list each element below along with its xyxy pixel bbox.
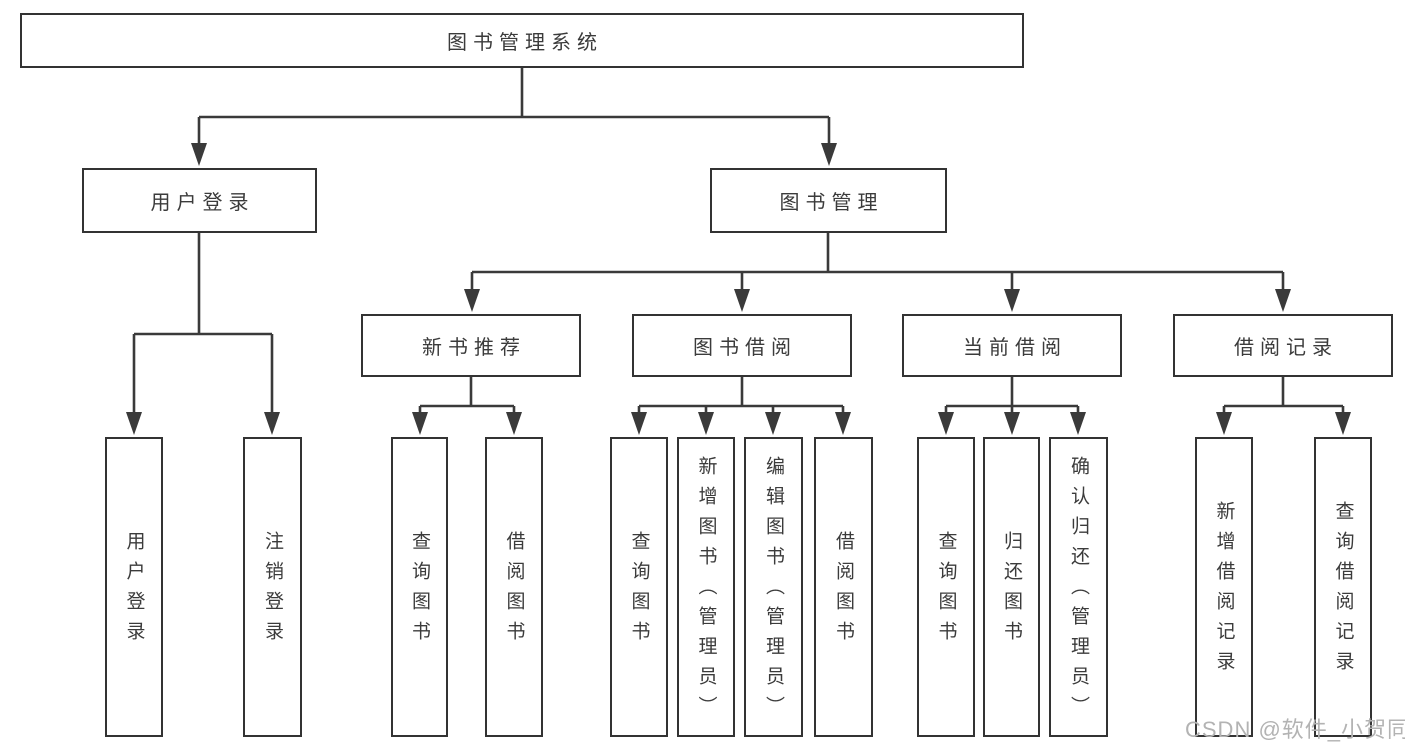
connector-current-borrow-branch	[944, 377, 1080, 414]
arrowhead-icon	[1004, 289, 1020, 312]
leaf-return-book: 归还图书	[983, 437, 1040, 737]
leaf-edit-book-admin: 编辑图书（管理员）	[744, 437, 803, 737]
leaf-query-books-borrow: 查询图书	[610, 437, 668, 737]
arrowhead-icon	[821, 143, 837, 166]
arrowhead-icons	[126, 143, 1351, 435]
arrowhead-icon	[765, 412, 781, 435]
connector-borrow-records-branch	[1222, 377, 1345, 414]
arrowhead-icon	[191, 143, 207, 166]
arrowhead-icon	[698, 412, 714, 435]
node-current-borrow: 当前借阅	[902, 314, 1122, 377]
connector-book-management-branch	[470, 233, 1285, 291]
arrowhead-icon	[1275, 289, 1291, 312]
leaf-query-borrow-record: 查询借阅记录	[1314, 437, 1372, 737]
leaf-logout: 注销登录	[243, 437, 302, 737]
arrowhead-icon	[126, 412, 142, 435]
arrowhead-icon	[412, 412, 428, 435]
arrowhead-icon	[506, 412, 522, 435]
arrowhead-icon	[938, 412, 954, 435]
leaf-borrow-books-recommend: 借阅图书	[485, 437, 543, 737]
leaf-borrow-books: 借阅图书	[814, 437, 873, 737]
arrowhead-icon	[734, 289, 750, 312]
arrowhead-icon	[264, 412, 280, 435]
leaf-query-books-current: 查询图书	[917, 437, 975, 737]
node-user-login: 用户登录	[82, 168, 317, 233]
arrowhead-icon	[631, 412, 647, 435]
arrowhead-icon	[1004, 412, 1020, 435]
arrowhead-icon	[1335, 412, 1351, 435]
connector-user-login-branch	[132, 233, 274, 414]
arrowhead-icon	[835, 412, 851, 435]
node-new-book-recommend: 新书推荐	[361, 314, 581, 377]
watermark: CSDN @软件_小贺同学	[1185, 717, 1405, 742]
arrowhead-icon	[1070, 412, 1086, 435]
connector-new-book-recommend-branch	[418, 377, 516, 414]
connector-root-branch	[197, 68, 831, 145]
leaf-add-book-admin: 新增图书（管理员）	[677, 437, 735, 737]
node-borrow-records: 借阅记录	[1173, 314, 1393, 377]
node-library-management-system: 图书管理系统	[20, 13, 1024, 68]
leaf-confirm-return-admin: 确认归还（管理员）	[1049, 437, 1108, 737]
node-book-management: 图书管理	[710, 168, 947, 233]
arrowhead-icon	[464, 289, 480, 312]
arrowhead-icon	[1216, 412, 1232, 435]
leaf-add-borrow-record: 新增借阅记录	[1195, 437, 1253, 737]
leaf-query-books-recommend: 查询图书	[391, 437, 448, 737]
connector-book-borrow-branch	[637, 377, 845, 414]
leaf-user-login: 用户登录	[105, 437, 163, 737]
node-book-borrow: 图书借阅	[632, 314, 852, 377]
